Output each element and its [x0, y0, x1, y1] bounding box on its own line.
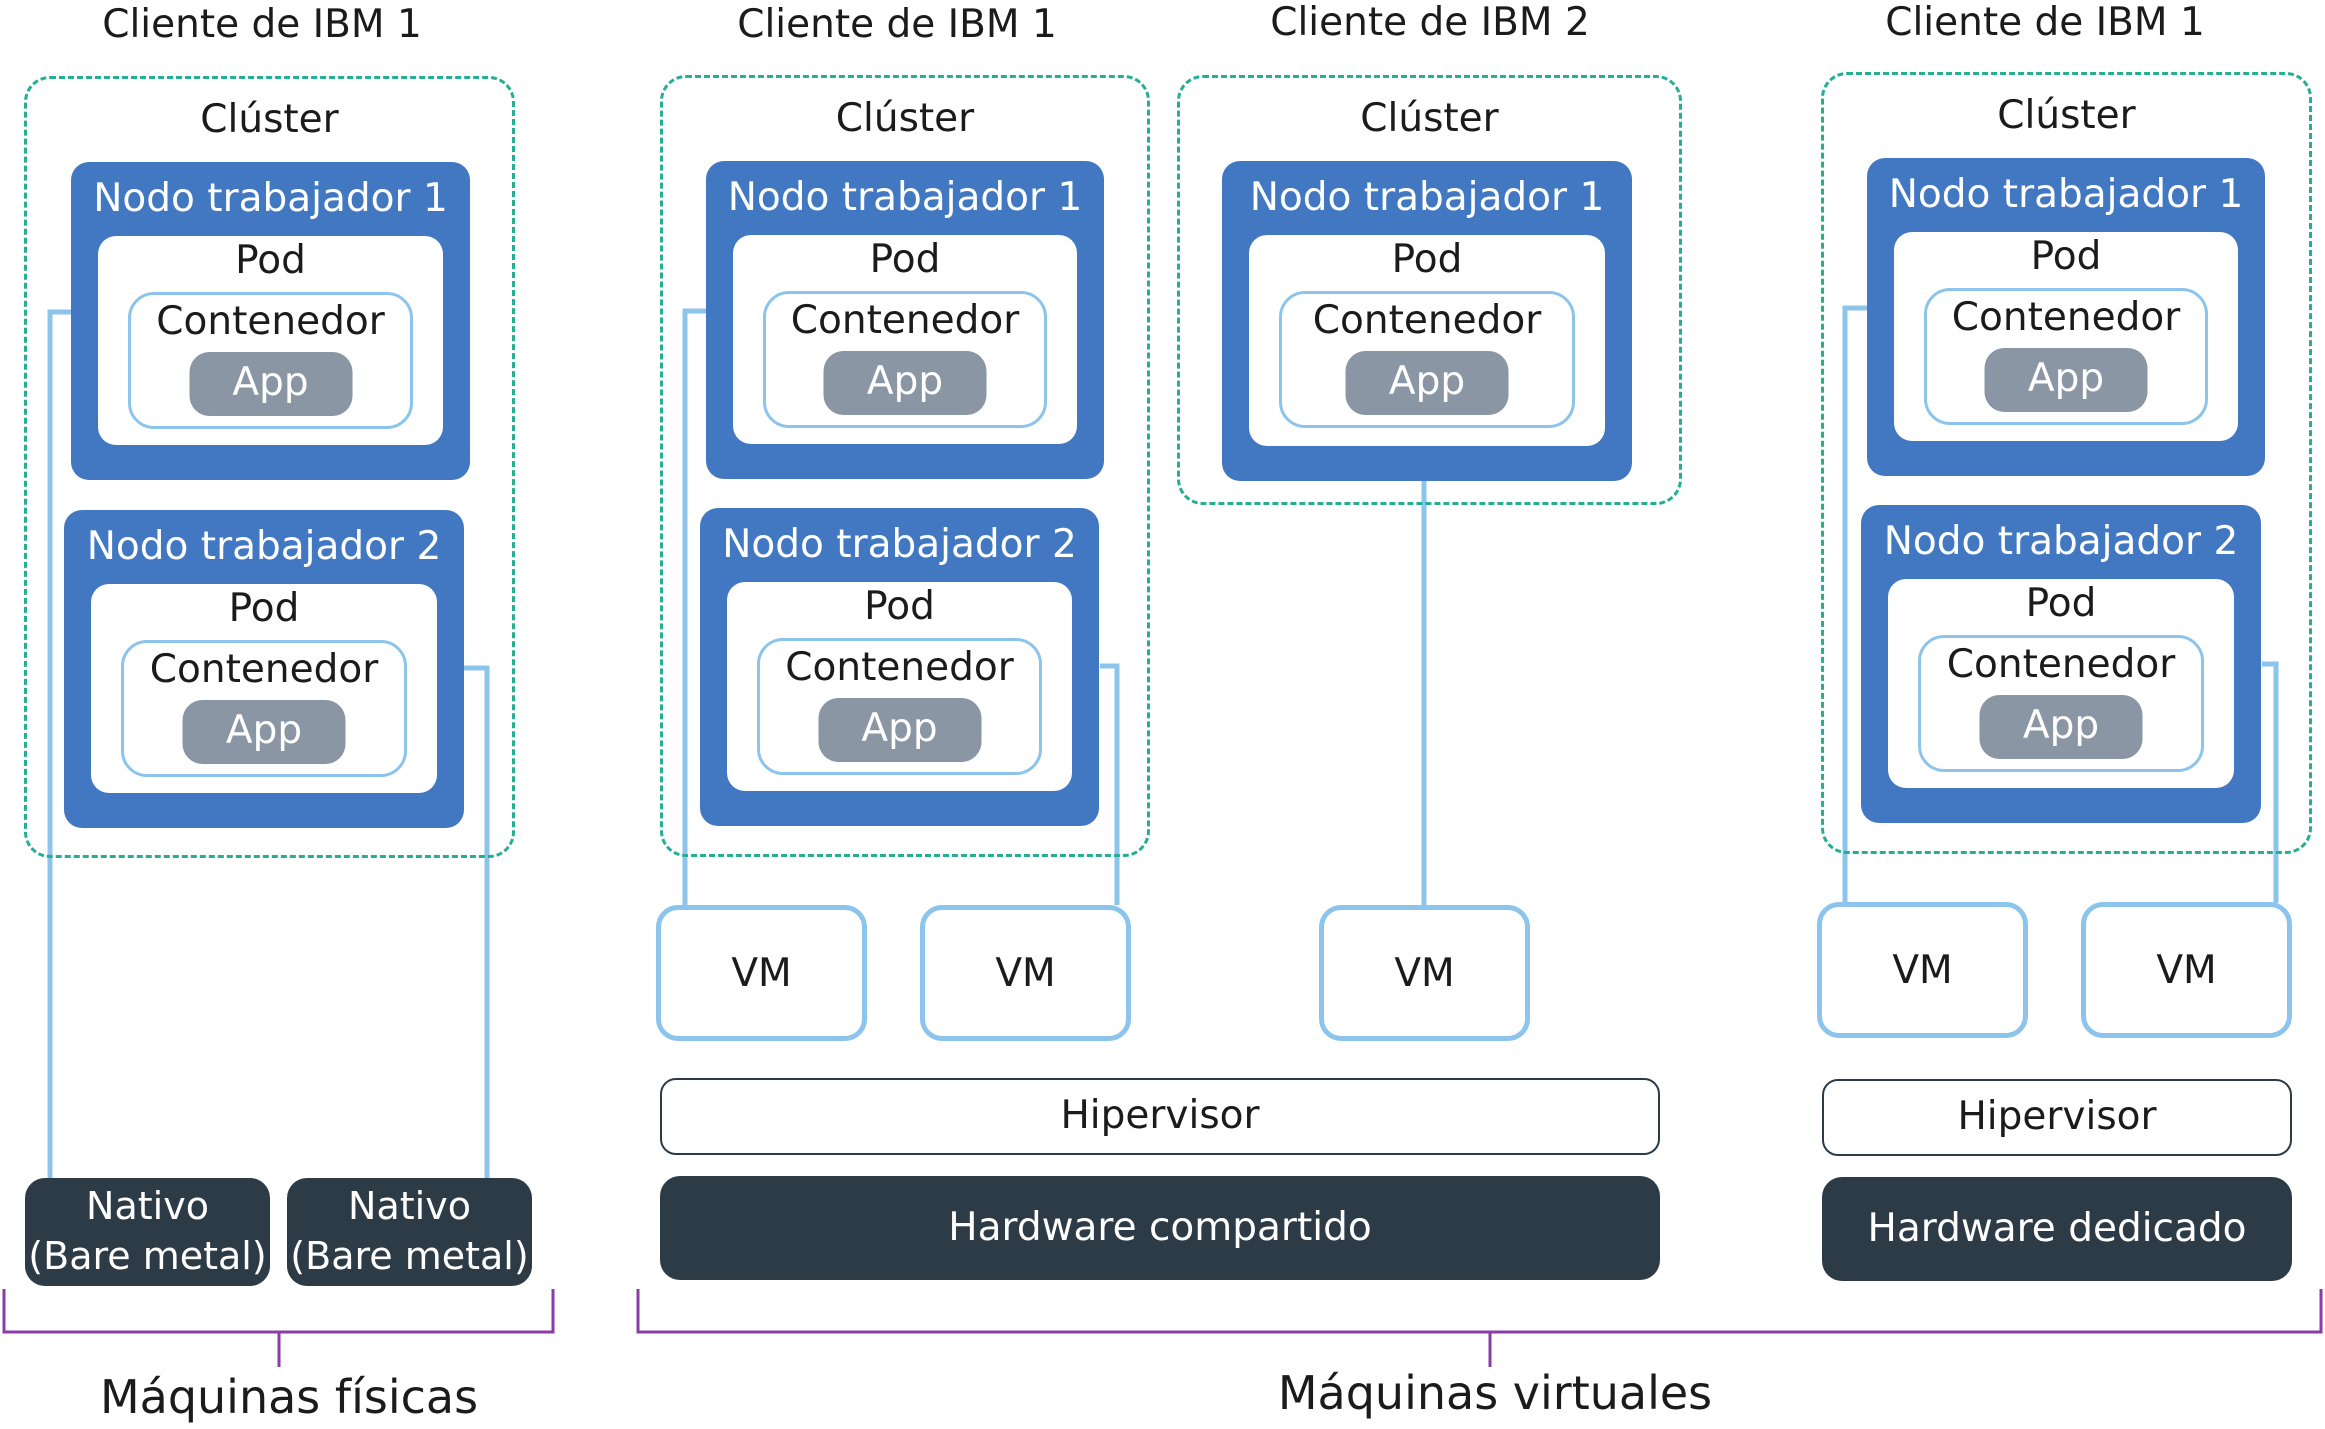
container-label: Contenedor — [790, 298, 1020, 343]
vm-2: VM — [920, 905, 1131, 1041]
vm-3: VM — [1319, 905, 1530, 1041]
container-label: Contenedor — [1946, 642, 2176, 687]
customer-label-2: Cliente de IBM 1 — [737, 2, 1057, 47]
bare-metal-1: Nativo (Bare metal) — [25, 1178, 270, 1286]
node-label: Nodo trabajador 1 — [727, 175, 1083, 220]
vm-4: VM — [1817, 902, 2028, 1038]
cluster-label: Clúster — [835, 96, 975, 141]
pod: Pod Contenedor App — [727, 582, 1072, 791]
container: Contenedor App — [1924, 288, 2208, 425]
pod-label: Pod — [2025, 581, 2097, 626]
container: Contenedor App — [128, 292, 413, 429]
app-badge: App — [1345, 351, 1509, 415]
worker-node-1: Nodo trabajador 1 Pod Contenedor App — [1222, 161, 1632, 481]
container: Contenedor App — [1918, 635, 2204, 772]
node-label: Nodo trabajador 1 — [1249, 175, 1605, 220]
bare-metal-line2: (Bare metal) — [28, 1234, 267, 1278]
category-virtual: Máquinas virtuales — [1277, 1366, 1713, 1420]
worker-node-2: Nodo trabajador 2 Pod Contenedor App — [64, 510, 464, 828]
pod: Pod Contenedor App — [1888, 579, 2234, 788]
cluster-4: Clúster — [1821, 72, 2312, 854]
container-label: Contenedor — [785, 645, 1014, 690]
container-label: Contenedor — [156, 299, 385, 344]
bracket-virtual — [636, 1289, 2323, 1334]
node-label: Nodo trabajador 1 — [1888, 172, 2244, 217]
app-badge: App — [1984, 348, 2148, 412]
hardware-shared: Hardware compartido — [660, 1176, 1660, 1280]
app-badge: App — [823, 351, 987, 415]
pod-label: Pod — [2030, 234, 2102, 279]
node-label: Nodo trabajador 2 — [1883, 519, 2239, 564]
worker-node-2: Nodo trabajador 2 Pod Contenedor App — [700, 508, 1099, 826]
link-vm5-node2 — [2262, 661, 2279, 903]
cluster-1: Clúster — [24, 76, 515, 858]
pod: Pod Contenedor App — [91, 584, 437, 793]
node-label: Nodo trabajador 2 — [86, 524, 442, 569]
container: Contenedor App — [121, 640, 407, 777]
worker-node-1: Nodo trabajador 1 Pod Contenedor App — [706, 161, 1104, 479]
container-label: Contenedor — [1951, 295, 2181, 340]
pod: Pod Contenedor App — [1894, 232, 2238, 441]
hypervisor-shared: Hipervisor — [660, 1078, 1660, 1155]
pod-label: Pod — [235, 238, 306, 283]
container-label: Contenedor — [149, 647, 379, 692]
pod-label: Pod — [864, 584, 935, 629]
cluster-3: Clúster — [1177, 75, 1682, 505]
bracket-physical — [2, 1289, 555, 1334]
customer-label-3: Cliente de IBM 2 — [1270, 0, 1590, 45]
worker-node-1: Nodo trabajador 1 Pod Contenedor App — [1867, 158, 2265, 476]
cluster-label: Clúster — [200, 97, 339, 142]
vm-5: VM — [2081, 902, 2292, 1038]
node-label: Nodo trabajador 1 — [93, 176, 448, 221]
app-badge: App — [189, 352, 352, 416]
bare-metal-line1: Nativo — [348, 1184, 471, 1228]
container: Contenedor App — [1279, 291, 1575, 428]
link-vm2-node2 — [1100, 663, 1120, 905]
bare-metal-line2: (Bare metal) — [290, 1234, 529, 1278]
vm-1: VM — [656, 905, 867, 1041]
customer-label-4: Cliente de IBM 1 — [1885, 0, 2205, 45]
node-label: Nodo trabajador 2 — [722, 522, 1077, 567]
app-badge: App — [1979, 695, 2143, 759]
container: Contenedor App — [757, 638, 1042, 775]
pod-label: Pod — [228, 586, 300, 631]
customer-label-1: Cliente de IBM 1 — [102, 2, 422, 47]
app-badge: App — [182, 700, 346, 764]
cluster-label: Clúster — [1997, 93, 2136, 138]
cluster-2: Clúster — [660, 75, 1150, 857]
pod: Pod Contenedor App — [733, 235, 1077, 444]
cluster-label: Clúster — [1360, 96, 1499, 141]
hardware-dedicated: Hardware dedicado — [1822, 1177, 2292, 1281]
worker-node-1: Nodo trabajador 1 Pod Contenedor App — [71, 162, 470, 480]
pod: Pod Contenedor App — [1249, 235, 1605, 446]
container: Contenedor App — [763, 291, 1047, 428]
worker-node-2: Nodo trabajador 2 Pod Contenedor App — [1861, 505, 2261, 823]
bare-metal-2: Nativo (Bare metal) — [287, 1178, 532, 1286]
pod: Pod Contenedor App — [98, 236, 443, 445]
hypervisor-dedicated: Hipervisor — [1822, 1079, 2292, 1156]
category-physical: Máquinas físicas — [99, 1370, 479, 1424]
pod-label: Pod — [1391, 237, 1463, 282]
container-label: Contenedor — [1312, 298, 1542, 343]
link-vm4-node1 — [1842, 305, 1876, 903]
bare-metal-line1: Nativo — [86, 1184, 209, 1228]
app-badge: App — [818, 698, 981, 762]
pod-label: Pod — [869, 237, 941, 282]
